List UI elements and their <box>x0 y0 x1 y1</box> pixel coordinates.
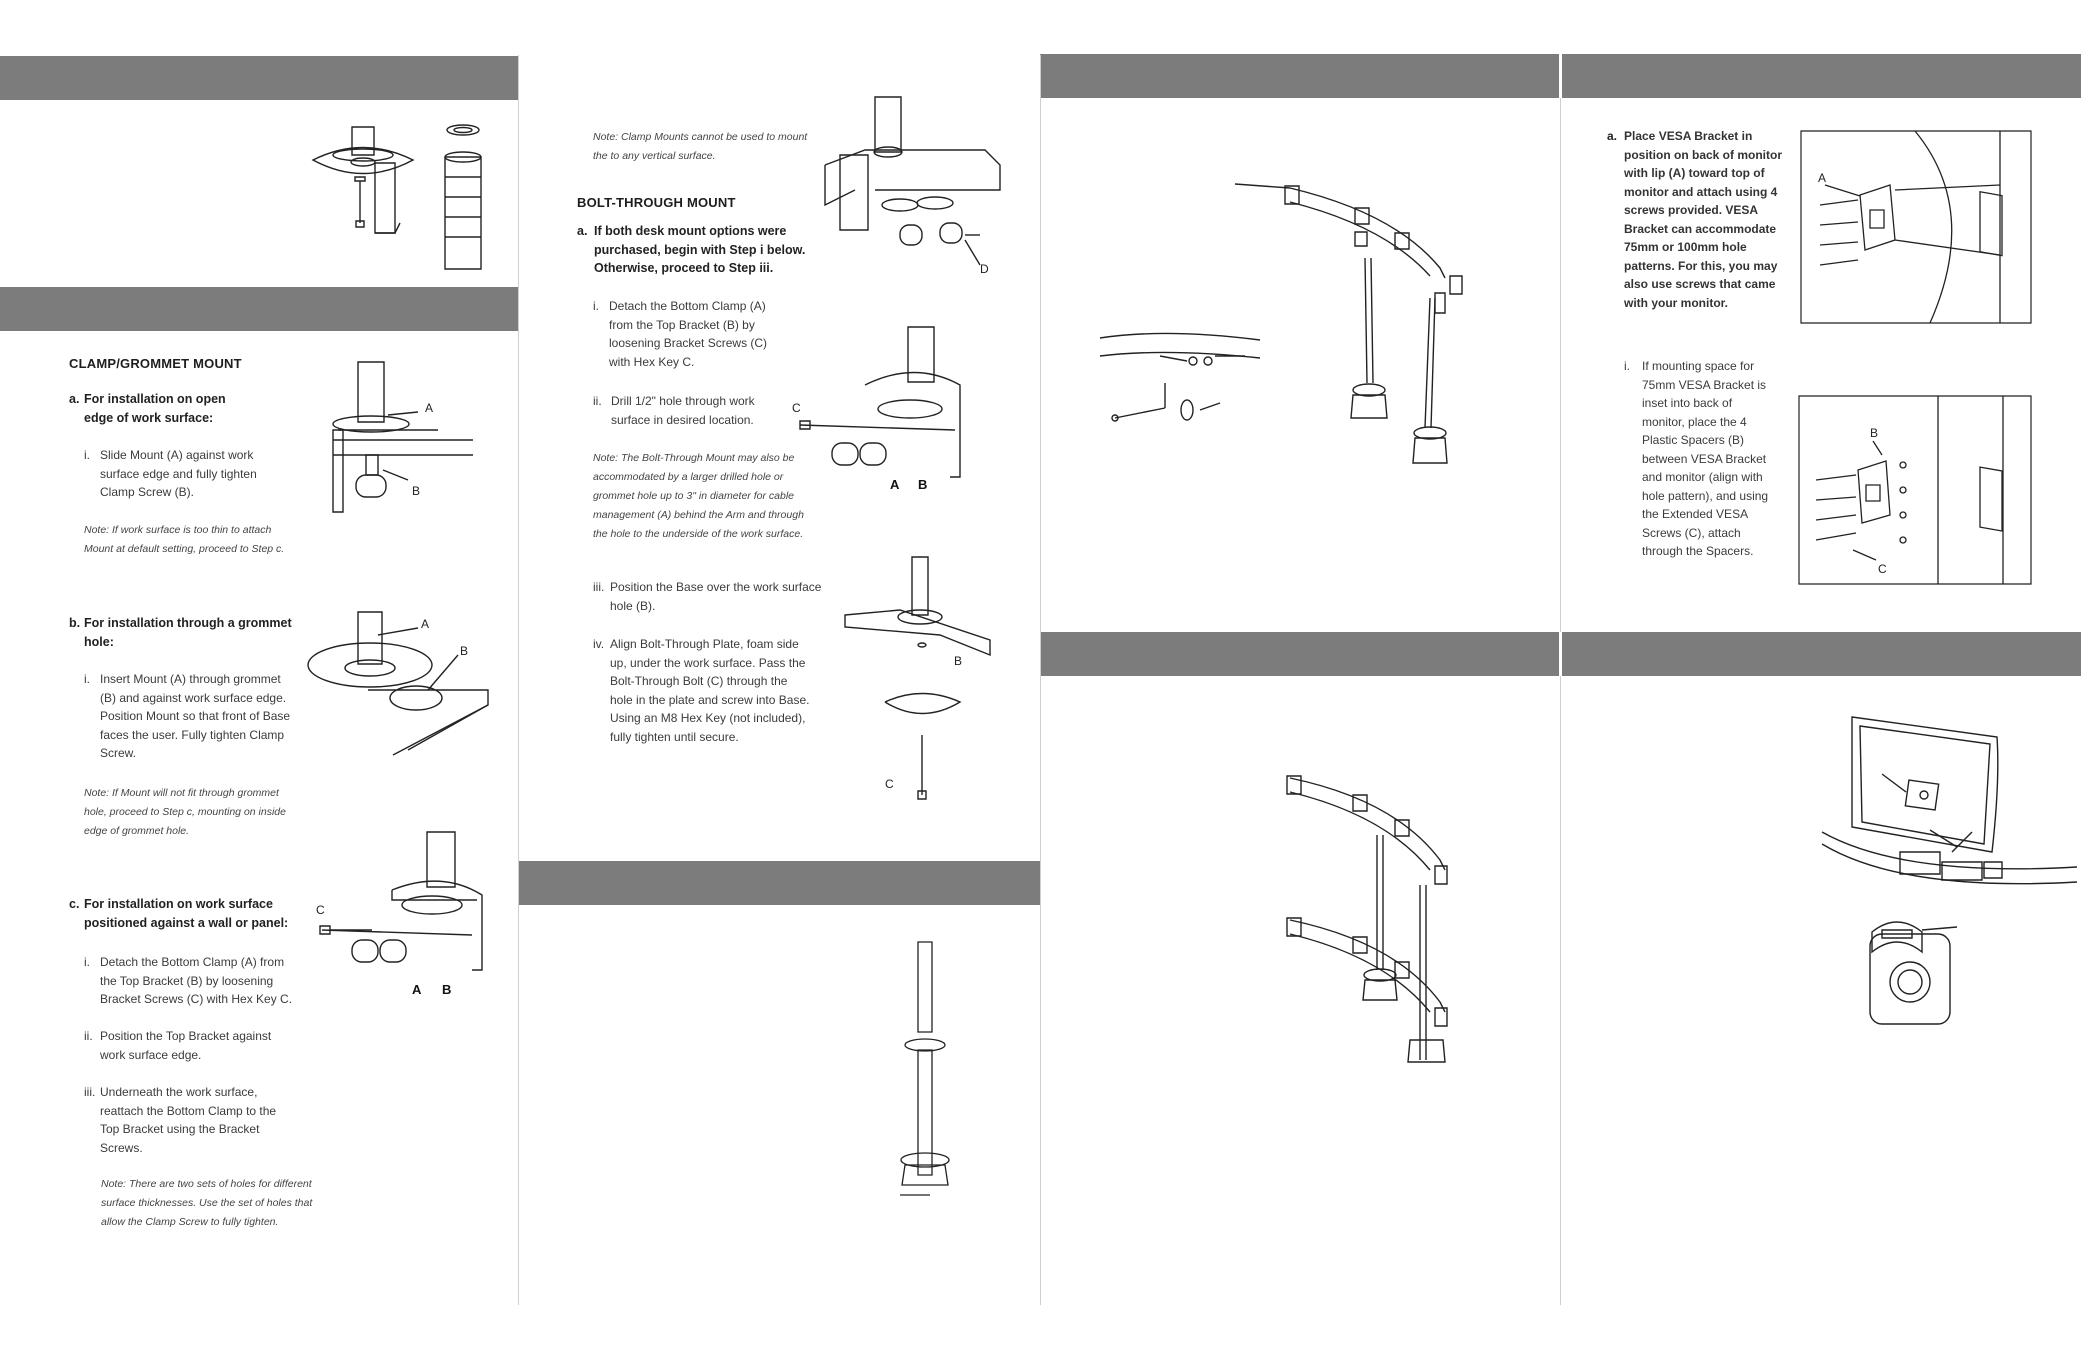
figure-dual-arm-install <box>1095 178 1535 488</box>
step-a-text: For installation on open edge of work su… <box>84 392 226 425</box>
vesa-step-i-marker: i. <box>1624 359 1630 373</box>
step-c-ii-text: Position the Top Bracket against work su… <box>100 1029 272 1062</box>
step-b-i-text: Insert Mount (A) through grommet (B) and… <box>100 672 291 760</box>
bt-step-iv: iv. Align Bolt-Through Plate, foam side … <box>593 635 823 746</box>
step-b-marker: b. <box>69 616 81 630</box>
vesa-step-i: i. If mounting space for 75mm VESA Brack… <box>1624 357 1794 561</box>
section-header-band-3 <box>518 861 1040 905</box>
bt-step-i-text: Detach the Bottom Clamp (A) from the Top… <box>609 299 768 369</box>
label-D: D <box>980 262 989 276</box>
column-divider-1 <box>518 55 519 1305</box>
step-b-i: i. Insert Mount (A) through grommet (B) … <box>84 670 294 763</box>
band-gap-4 <box>1559 54 1562 98</box>
step-a-marker: a. <box>69 392 80 406</box>
label-C: C <box>792 401 801 415</box>
column-divider-3 <box>1560 55 1561 1305</box>
bt-step-ii-text: Drill 1/2" hole through work surface in … <box>611 394 755 427</box>
section-header-band-2 <box>0 287 518 331</box>
bt-step-a-marker: a. <box>577 224 588 238</box>
label-A: A <box>1818 171 1826 185</box>
step-b-note: Note: If Mount will not fit through grom… <box>84 787 286 837</box>
step-a-i: i. Slide Mount (A) against work surface … <box>84 446 294 502</box>
step-a-i-marker: i. <box>84 448 90 462</box>
label-C: C <box>316 903 325 917</box>
figure-vesa-bracket: A <box>1800 130 2032 324</box>
step-a-note: Note: If work surface is too thin to att… <box>84 524 285 555</box>
bt-step-iii: iii. Position the Base over the work sur… <box>593 578 833 615</box>
step-c-iii-marker: iii. <box>84 1085 96 1099</box>
bolt-through-heading: BOLT-THROUGH MOUNT <box>577 195 736 210</box>
bt-step-iii-text: Position the Base over the work surface … <box>610 580 822 613</box>
vertical-surface-note: Note: Clamp Mounts cannot be used to mou… <box>593 131 808 162</box>
section-header-band-1 <box>0 56 518 100</box>
label-B: B <box>460 644 468 658</box>
label-A: A <box>421 617 429 631</box>
bt-note: Note: The Bolt-Through Mount may also be… <box>593 452 804 540</box>
figure-vesa-spacers: B C <box>1798 395 2032 585</box>
bt-step-a: a. If both desk mount options were purch… <box>577 222 817 278</box>
vesa-step-a-text: Place VESA Bracket in position on back o… <box>1624 129 1782 310</box>
step-c-ii-marker: ii. <box>84 1029 93 1043</box>
label-A: A <box>425 401 433 415</box>
vesa-step-a-marker: a. <box>1607 129 1618 143</box>
band-gap-5 <box>1559 632 1562 676</box>
bt-step-iii-marker: iii. <box>593 580 605 594</box>
label-B: B <box>442 982 451 997</box>
step-c-i: i. Detach the Bottom Clamp (A) from the … <box>84 953 294 1009</box>
bt-step-iv-text: Align Bolt-Through Plate, foam side up, … <box>610 637 810 744</box>
bt-step-a-text: If both desk mount options were purchase… <box>594 224 806 275</box>
step-a-i-text: Slide Mount (A) against work surface edg… <box>100 448 257 499</box>
column-divider-2 <box>1040 55 1041 1305</box>
step-c-text: For installation on work surface positio… <box>84 897 289 930</box>
label-B: B <box>412 484 420 498</box>
figure-mount-and-pole <box>300 115 500 275</box>
bt-step-ii-marker: ii. <box>593 394 602 408</box>
step-b-i-marker: i. <box>84 672 90 686</box>
bt-step-i: i. Detach the Bottom Clamp (A) from the … <box>593 297 808 371</box>
label-B: B <box>954 654 962 668</box>
figure-clamp-bracket: C A B <box>316 830 492 997</box>
figure-monitor-attach <box>1822 712 2077 1032</box>
figure-bolt-through-assembly: B C <box>840 555 990 805</box>
label-B: B <box>918 477 927 492</box>
label-C: C <box>1878 562 1887 576</box>
vesa-step-a: a. Place VESA Bracket in position on bac… <box>1607 127 1792 312</box>
step-c-i-marker: i. <box>84 955 90 969</box>
figure-vertical-surface: D <box>815 95 1005 276</box>
step-b-text: For installation through a grommet hole: <box>84 616 292 649</box>
step-c-marker: c. <box>69 897 80 911</box>
vesa-step-i-text: If mounting space for 75mm VESA Bracket … <box>1642 359 1769 558</box>
label-A: A <box>412 982 422 997</box>
bt-step-i-marker: i. <box>593 299 599 313</box>
bt-step-iv-marker: iv. <box>593 637 605 651</box>
step-b: b. For installation through a grommet ho… <box>69 614 309 651</box>
step-c-ii: ii. Position the Top Bracket against wor… <box>84 1027 294 1064</box>
step-c-iii: iii. Underneath the work surface, reatta… <box>84 1083 294 1157</box>
label-B: B <box>1870 426 1878 440</box>
figure-clamp-open-edge: A B <box>328 360 478 530</box>
step-c-i-text: Detach the Bottom Clamp (A) from the Top… <box>100 955 293 1006</box>
figure-bolt-through-drill: C A B <box>792 325 970 492</box>
step-c-iii-text: Underneath the work surface, reattach th… <box>100 1085 277 1155</box>
bt-step-ii: ii. Drill 1/2" hole through work surface… <box>593 392 808 429</box>
step-a: a. For installation on open edge of work… <box>69 390 229 427</box>
label-A: A <box>890 477 900 492</box>
step-c: c. For installation on work surface posi… <box>69 895 309 932</box>
label-C: C <box>885 777 894 791</box>
figure-stacked-arms <box>1285 770 1535 1070</box>
figure-grommet-hole: A B <box>308 610 498 760</box>
step-c-note: Note: There are two sets of holes for di… <box>101 1178 313 1228</box>
clamp-grommet-heading: CLAMP/GROMMET MOUNT <box>69 356 242 371</box>
figure-pole-assembly <box>890 940 960 1200</box>
